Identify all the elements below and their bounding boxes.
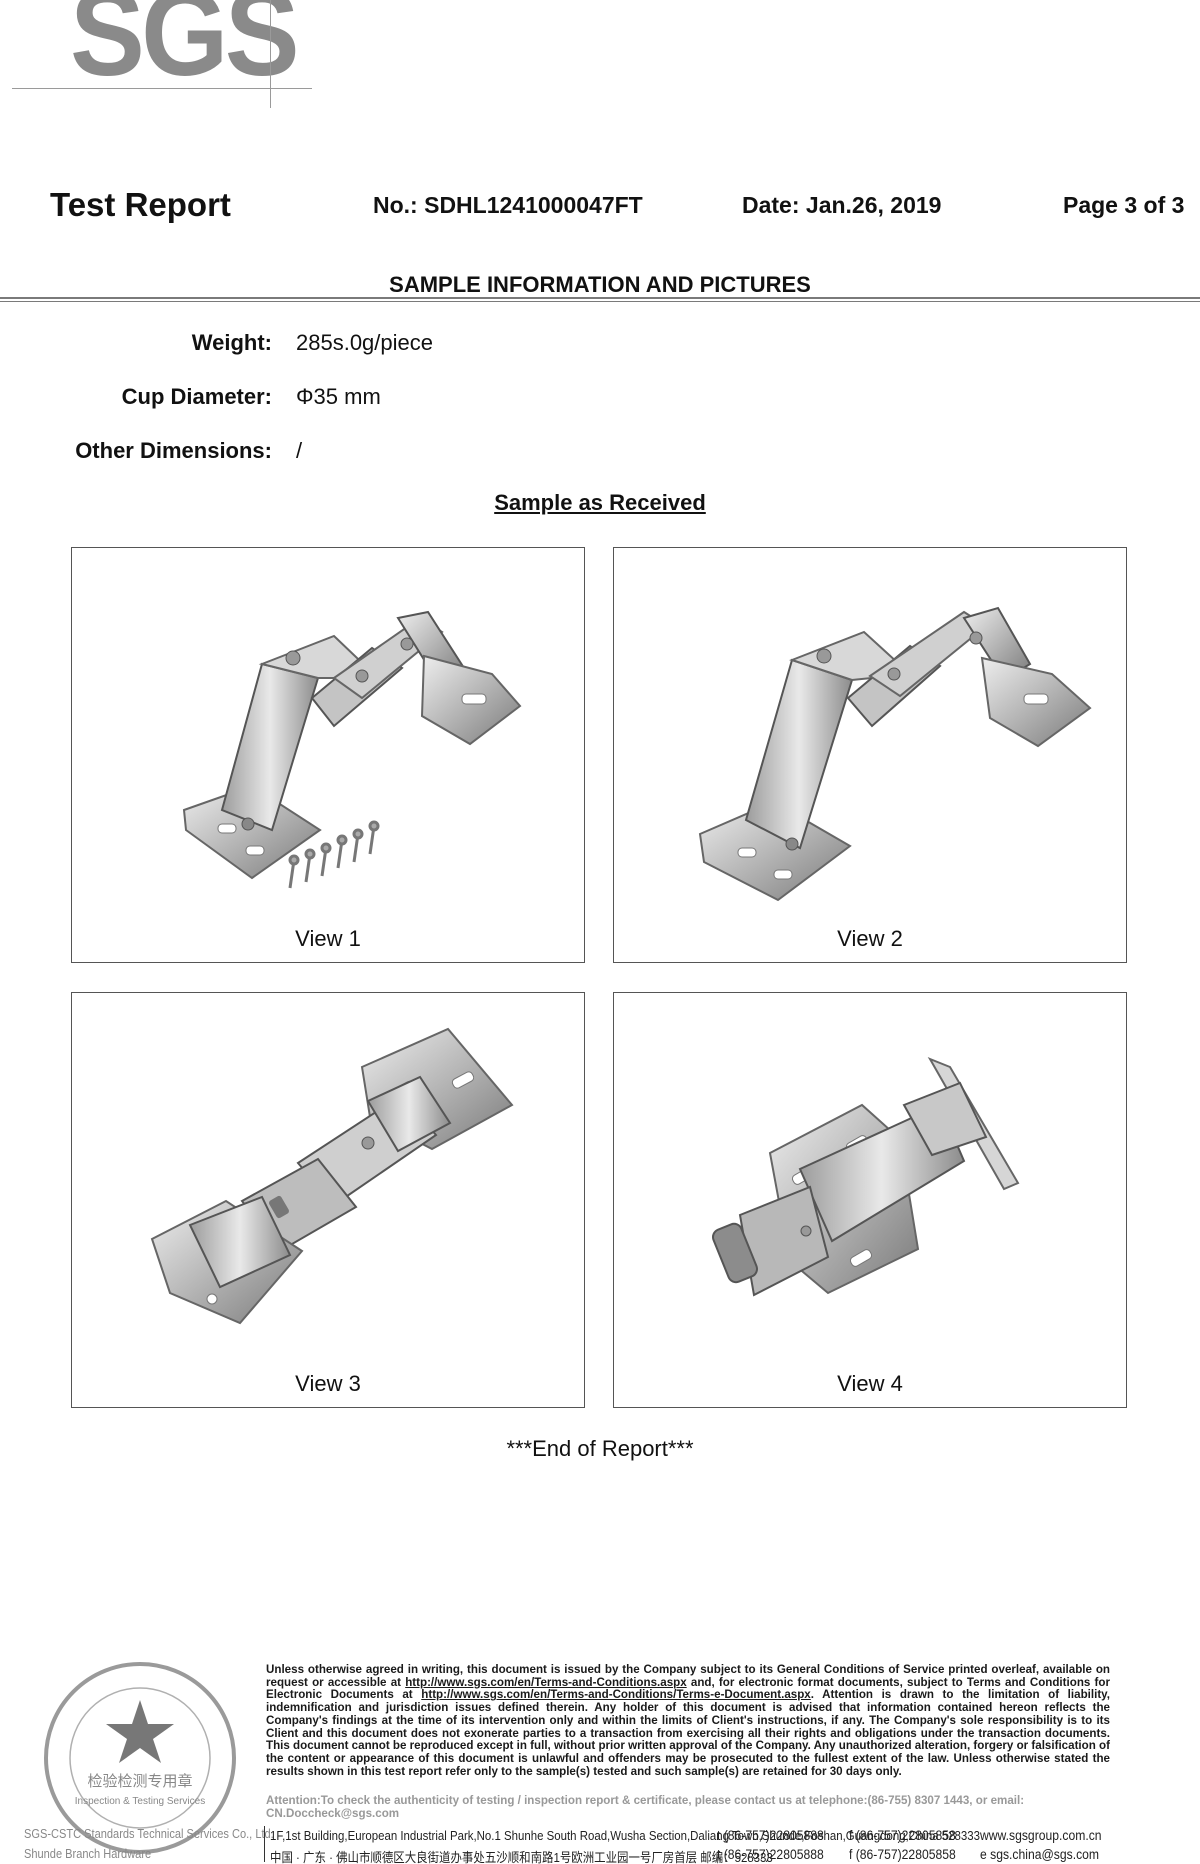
sgs-logo: SGS (12, 0, 312, 110)
logo-text: SGS (70, 0, 300, 101)
logo-rule-vertical (270, 0, 271, 108)
address-chinese: 中国 · 广东 · 佛山市顺德区大良街道办事处五沙顺和南路1号欧洲工业园一号厂房… (270, 1850, 773, 1864)
footer-divider (264, 1826, 265, 1862)
legal-disclaimer: Unless otherwise agreed in writing, this… (266, 1663, 1110, 1778)
info-row-cup-diameter: Cup Diameter: Φ35 mm (0, 384, 1200, 418)
hinge-photo-view-3 (150, 1027, 514, 1325)
telephone-2: t (86-757)22805888 (717, 1847, 824, 1862)
authenticity-notice: Attention:To check the authenticity of t… (266, 1794, 1025, 1820)
other-dimensions-value: / (296, 438, 303, 463)
info-row-weight: Weight: 285s.0g/piece (0, 330, 1200, 364)
telephone: t (86-757)22805888 (717, 1828, 824, 1843)
view-4-frame: View 4 (613, 992, 1127, 1408)
weight-value: 285s.0g/piece (296, 330, 433, 355)
section-title: SAMPLE INFORMATION AND PICTURES (389, 272, 811, 297)
info-row-other-dimensions: Other Dimensions: / (0, 438, 1200, 472)
logo-rule-horizontal (12, 88, 312, 89)
other-dimensions-label: Other Dimensions: (75, 438, 272, 463)
view-4-label: View 4 (837, 1371, 903, 1396)
report-header: Test Report No.: SDHL1241000047FT Date: … (0, 182, 1200, 232)
cup-diameter-value: Φ35 mm (296, 384, 381, 409)
view-3-frame: View 3 (71, 992, 585, 1408)
sample-heading: Sample as Received (494, 490, 706, 515)
company-seal: 检验检测专用章 Inspection & Testing Services (44, 1662, 236, 1854)
end-of-report: ***End of Report*** (506, 1436, 694, 1461)
fax-2: f (86-757)22805858 (849, 1847, 956, 1862)
view-3-label: View 3 (295, 1371, 361, 1396)
hinge-photo-view-2 (698, 606, 1092, 902)
address-english: 1F,1st Building,European Industrial Park… (270, 1828, 980, 1843)
view-2-label: View 2 (837, 926, 903, 951)
company-name: SGS-CSTC Standards Technical Services Co… (24, 1826, 274, 1841)
fax: f (86-757)22805858 (849, 1828, 956, 1843)
seal-text-cn: 检验检测专用章 (87, 1772, 192, 1790)
terms-link[interactable]: http://www.sgs.com/en/Terms-and-Conditio… (405, 1675, 687, 1689)
page-number: Page 3 of 3 (1063, 192, 1185, 218)
website[interactable]: www.sgsgroup.com.cn (980, 1828, 1102, 1843)
report-date: Date: Jan.26, 2019 (742, 192, 942, 218)
branch-name: Shunde Branch Hardware (24, 1846, 152, 1861)
header-rule-top (0, 297, 1200, 299)
view-2-frame: View 2 (613, 547, 1127, 963)
report-title: Test Report (50, 186, 231, 223)
e-document-terms-link[interactable]: http://www.sgs.com/en/Terms-and-Conditio… (421, 1688, 811, 1702)
view-1-frame: View 1 (71, 547, 585, 963)
view-1-label: View 1 (295, 926, 361, 951)
weight-label: Weight: (191, 330, 272, 355)
seal-text-en: Inspection & Testing Services (75, 1796, 205, 1807)
hinge-photo-view-1 (182, 610, 522, 889)
hinge-photo-view-4 (712, 1057, 1020, 1297)
email[interactable]: e sgs.china@sgs.com (980, 1847, 1100, 1862)
report-number: No.: SDHL1241000047FT (373, 192, 643, 218)
header-rule-bottom (0, 301, 1200, 302)
cup-diameter-label: Cup Diameter: (121, 384, 272, 409)
